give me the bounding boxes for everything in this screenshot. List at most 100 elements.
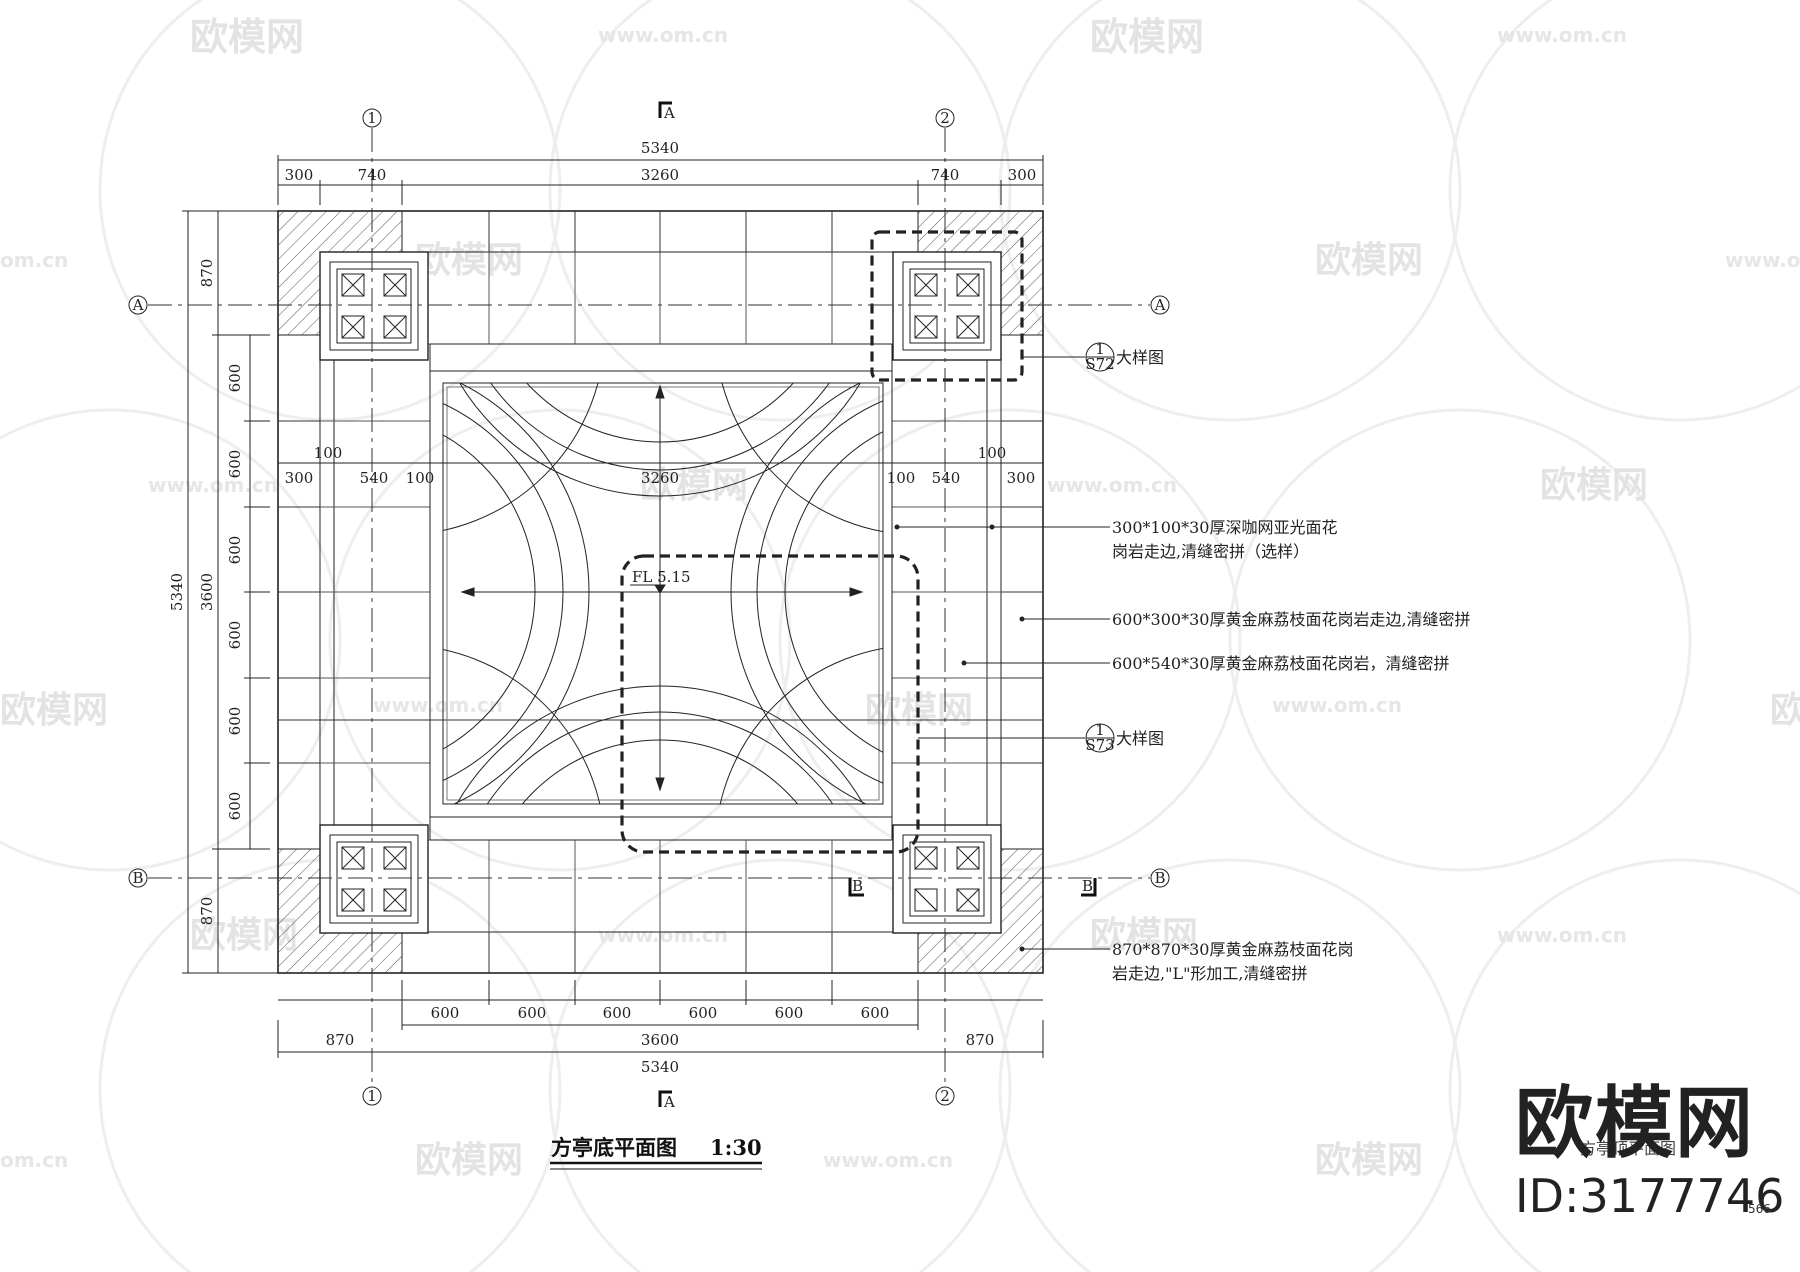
page-number: 566 xyxy=(1748,1202,1771,1216)
dim-inner-seg: 100 xyxy=(406,469,435,487)
dim-left-600: 600 xyxy=(226,621,244,650)
axis-label-2: 2 xyxy=(940,1087,950,1105)
plan xyxy=(128,101,1170,1170)
watermark-logo: 欧模网 xyxy=(1090,15,1204,59)
dim-left-600: 600 xyxy=(226,792,244,821)
text-layer: 1 2 1 2 A A B B A A B B 5340 300 740 326… xyxy=(132,104,1471,1160)
dim-left-total: 5340 xyxy=(168,573,186,611)
watermark-url: www.om.cn xyxy=(1272,693,1402,717)
detail-frame-2 xyxy=(620,554,920,854)
dim-inner-seg: 300 xyxy=(285,469,314,487)
leader-lines xyxy=(894,356,1110,952)
ghost-title: 方亭顶平面图 xyxy=(1580,1139,1677,1158)
dim-inner-seg: 3260 xyxy=(641,469,679,487)
watermark-url: www.om.cn xyxy=(598,23,728,47)
section-label-b: B xyxy=(1082,877,1093,895)
dim-inner-seg: 300 xyxy=(1007,469,1036,487)
dim-bottom-mid: 870 xyxy=(966,1031,995,1049)
watermark-logo: 欧模网 xyxy=(1540,465,1648,506)
detail-callout-bubbles xyxy=(1085,342,1115,753)
watermark-url: www.om.cn xyxy=(1497,923,1627,947)
dim-inner-seg: 100 xyxy=(887,469,916,487)
dim-bottom-600: 600 xyxy=(689,1004,718,1022)
dim-top-seg: 300 xyxy=(1008,166,1037,184)
watermark-url: www.om.cn xyxy=(598,923,728,947)
detail-1-sheet: S72 xyxy=(1085,355,1114,373)
section-label-a: A xyxy=(663,1093,675,1111)
watermark-logo: 欧模网 xyxy=(1315,1140,1423,1181)
column-base-br xyxy=(892,824,1002,934)
watermark-logo: 欧模网 xyxy=(1770,690,1800,731)
axis-label-A: A xyxy=(132,296,144,314)
dim-top-seg: 740 xyxy=(931,166,960,184)
watermark-url: www.om.cn xyxy=(1497,23,1627,47)
watermark-texts: 欧模网 欧模网 欧模网 欧模网 欧模网 欧模网 欧模网 欧模网 欧模网 欧模网 … xyxy=(0,15,1800,1181)
watermark-logo: 欧模网 xyxy=(1315,240,1423,281)
note-2: 600*300*30厚黄金麻荔枝面花岗岩走边,清缝密拼 xyxy=(1112,610,1471,629)
watermark-url: www.om.cn xyxy=(1725,248,1800,272)
axis-bubbles xyxy=(128,108,1170,1106)
dim-bottom-600: 600 xyxy=(431,1004,460,1022)
inner-floor-outer xyxy=(429,370,893,818)
watermark-url-short: om.cn xyxy=(0,1148,68,1172)
watermark-url-short: om.cn xyxy=(0,248,68,272)
dimension-lines xyxy=(182,155,1044,1058)
axis-label-1: 1 xyxy=(367,1087,377,1105)
brand-id: ID:3177746 xyxy=(1515,1169,1785,1223)
watermark-url: www.om.cn xyxy=(148,473,278,497)
section-markers xyxy=(658,101,1097,1107)
detail-1-label: 大样图 xyxy=(1116,348,1164,367)
drawing-scale: 1:30 xyxy=(710,1135,762,1160)
dim-top-seg: 300 xyxy=(285,166,314,184)
floor-level: FL 5.15 xyxy=(632,568,691,586)
dim-left-mid: 870 xyxy=(198,259,216,288)
dim-left-mid: 870 xyxy=(198,897,216,926)
dim-left-600: 600 xyxy=(226,707,244,736)
dim-inner-seg: 540 xyxy=(932,469,961,487)
dim-bottom-mid: 3600 xyxy=(641,1031,679,1049)
dim-bottom-600: 600 xyxy=(603,1004,632,1022)
watermark-logo: 欧模网 xyxy=(415,240,523,281)
dim-top-seg: 3260 xyxy=(641,166,679,184)
axis-lines xyxy=(148,128,1150,1085)
axis-label-A: A xyxy=(1154,296,1166,314)
watermark-logo: 欧模网 xyxy=(190,15,304,59)
watermark-url: www.om.cn xyxy=(823,1148,953,1172)
inner-floor-line xyxy=(446,386,880,801)
dim-bottom-600: 600 xyxy=(861,1004,890,1022)
detail-2-number: 1 xyxy=(1095,721,1105,739)
watermark-logo: 欧模网 xyxy=(0,690,108,731)
dim-inner-hundred: 100 xyxy=(978,444,1007,462)
dim-left-600: 600 xyxy=(226,364,244,393)
dim-left-600: 600 xyxy=(226,450,244,479)
column-base-tl xyxy=(319,251,429,361)
brand-logo: 欧模网 xyxy=(1515,1079,1756,1169)
dim-top-total: 5340 xyxy=(641,139,679,157)
dim-inner-seg: 540 xyxy=(360,469,389,487)
axis-label-B: B xyxy=(132,869,143,887)
centre-arrows xyxy=(460,384,864,792)
brand-watermark: 欧模网 ID:3177746 xyxy=(1515,1085,1785,1222)
dim-left-mid: 3600 xyxy=(198,573,216,611)
drawing-title: 方亭底平面图 xyxy=(551,1135,677,1160)
dim-bottom-600: 600 xyxy=(518,1004,547,1022)
note-1-line-2: 岗岩走边,清缝密拼（选样） xyxy=(1112,542,1309,561)
inner-floor xyxy=(442,382,884,805)
dim-bottom-600: 600 xyxy=(775,1004,804,1022)
dim-left-600: 600 xyxy=(226,536,244,565)
detail-2-sheet: S73 xyxy=(1085,736,1114,754)
watermark-url: www.om.cn xyxy=(1047,473,1177,497)
watermark-logo: 欧模网 xyxy=(415,1140,523,1181)
band-tile-joints xyxy=(320,252,1001,932)
column-base-tr xyxy=(892,251,1002,361)
watermark-url: www.om.cn xyxy=(373,693,503,717)
section-label-b: B xyxy=(852,877,863,895)
detail-2-label: 大样图 xyxy=(1116,729,1164,748)
axis-label-1: 1 xyxy=(367,109,377,127)
dim-bottom-total: 5340 xyxy=(641,1058,679,1076)
dim-bottom-mid: 870 xyxy=(326,1031,355,1049)
note-3: 600*540*30厚黄金麻荔枝面花岗岩，清缝密拼 xyxy=(1112,654,1449,673)
section-label-a: A xyxy=(663,104,675,122)
